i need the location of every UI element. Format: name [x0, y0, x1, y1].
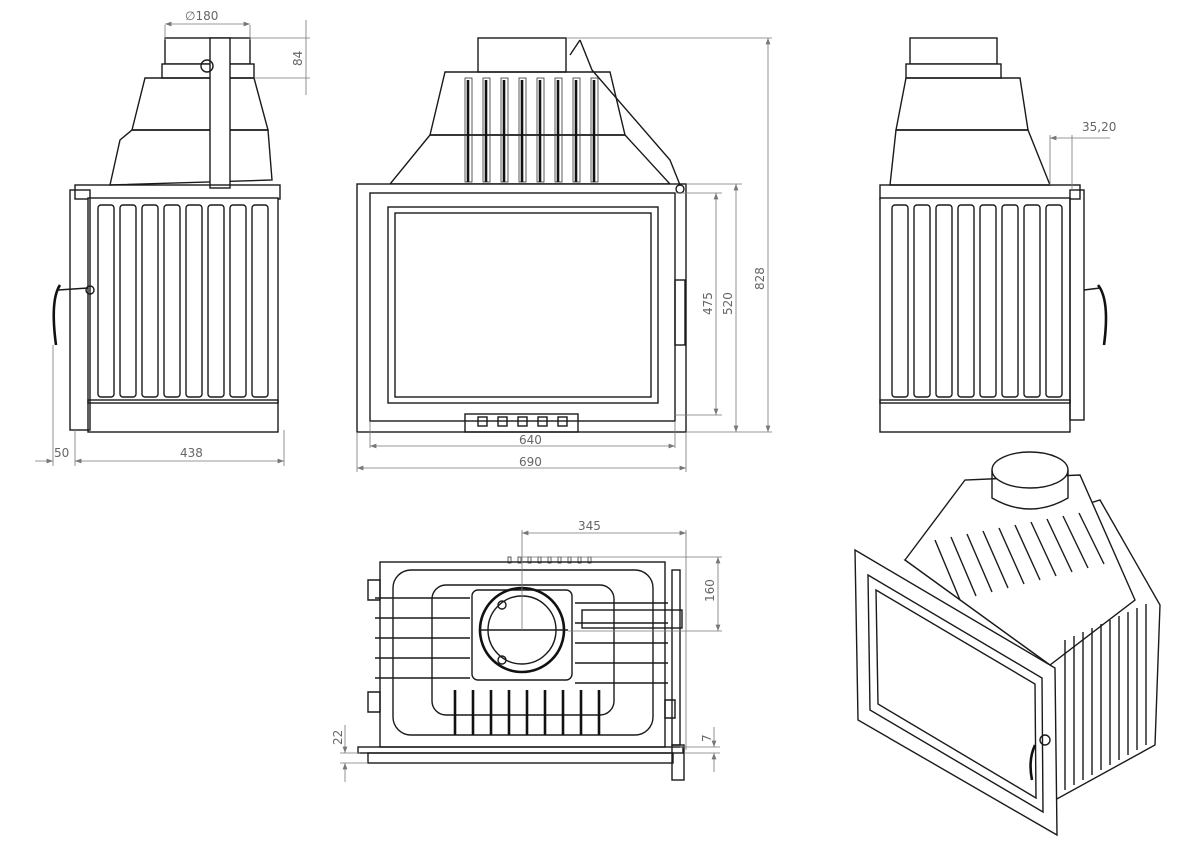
latches-line: [497, 416, 508, 427]
lfins-line: [185, 204, 203, 398]
latches-line: [557, 416, 568, 427]
front-view: 640 690 475 520 828: [356, 37, 772, 472]
latches-line: [537, 416, 548, 427]
isofins-line: [1078, 512, 1105, 565]
top-plan-view: 345 160 22 7: [331, 519, 722, 782]
rfins-line: [979, 204, 997, 398]
lfins-line: [141, 204, 159, 398]
dim-door-offset: 7: [700, 734, 714, 742]
rfins-line: [1045, 204, 1063, 398]
dim-flue-height: 84: [291, 51, 305, 66]
dim-glass-width: 640: [519, 433, 542, 447]
rfins-line: [935, 204, 953, 398]
right-side-view: 35,20: [879, 37, 1116, 433]
dim-overall-width: 690: [519, 455, 542, 469]
lfins-line: [97, 204, 115, 398]
isofins-line: [1062, 515, 1089, 569]
lfins-line: [119, 204, 137, 398]
lfins-line: [229, 204, 247, 398]
dim-door-height: 520: [721, 292, 735, 315]
isofins-line: [998, 527, 1025, 585]
dim-flue-center-offset: 345: [578, 519, 601, 533]
rfins-line: [891, 204, 909, 398]
dim-flue-depth-offset: 160: [703, 579, 717, 602]
lfins-line: [163, 204, 181, 398]
dim-overall-height: 828: [753, 267, 767, 290]
dim-flue-diameter: ∅180: [185, 9, 218, 23]
left-side-view: ∅180 84 50 438: [35, 9, 310, 466]
dim-depth: 438: [180, 446, 203, 460]
lfins-line: [251, 204, 269, 398]
rfins-line: [957, 204, 975, 398]
isofins-line: [1030, 521, 1057, 577]
rfins-line: [1001, 204, 1019, 398]
dim-frame-offset: 22: [331, 730, 345, 745]
dim-side-offset-right: 35,20: [1082, 120, 1116, 134]
lfins-line: [207, 204, 225, 398]
pfins-line: [517, 556, 522, 564]
latches-line: [517, 416, 528, 427]
rfins-line: [1023, 204, 1041, 398]
dim-side-offset: 50: [54, 446, 69, 460]
isofins-line: [966, 533, 993, 593]
isofins-line: [1014, 524, 1041, 581]
latches-line: [477, 416, 488, 427]
isofins-line: [950, 536, 977, 597]
isofins-line: [934, 539, 961, 601]
isofins-line: [1046, 518, 1073, 573]
dim-glass-height: 475: [701, 292, 715, 315]
pfins-line: [507, 556, 512, 564]
rfins-line: [913, 204, 931, 398]
isofins-line: [982, 530, 1009, 589]
isometric-view: [854, 451, 1161, 837]
